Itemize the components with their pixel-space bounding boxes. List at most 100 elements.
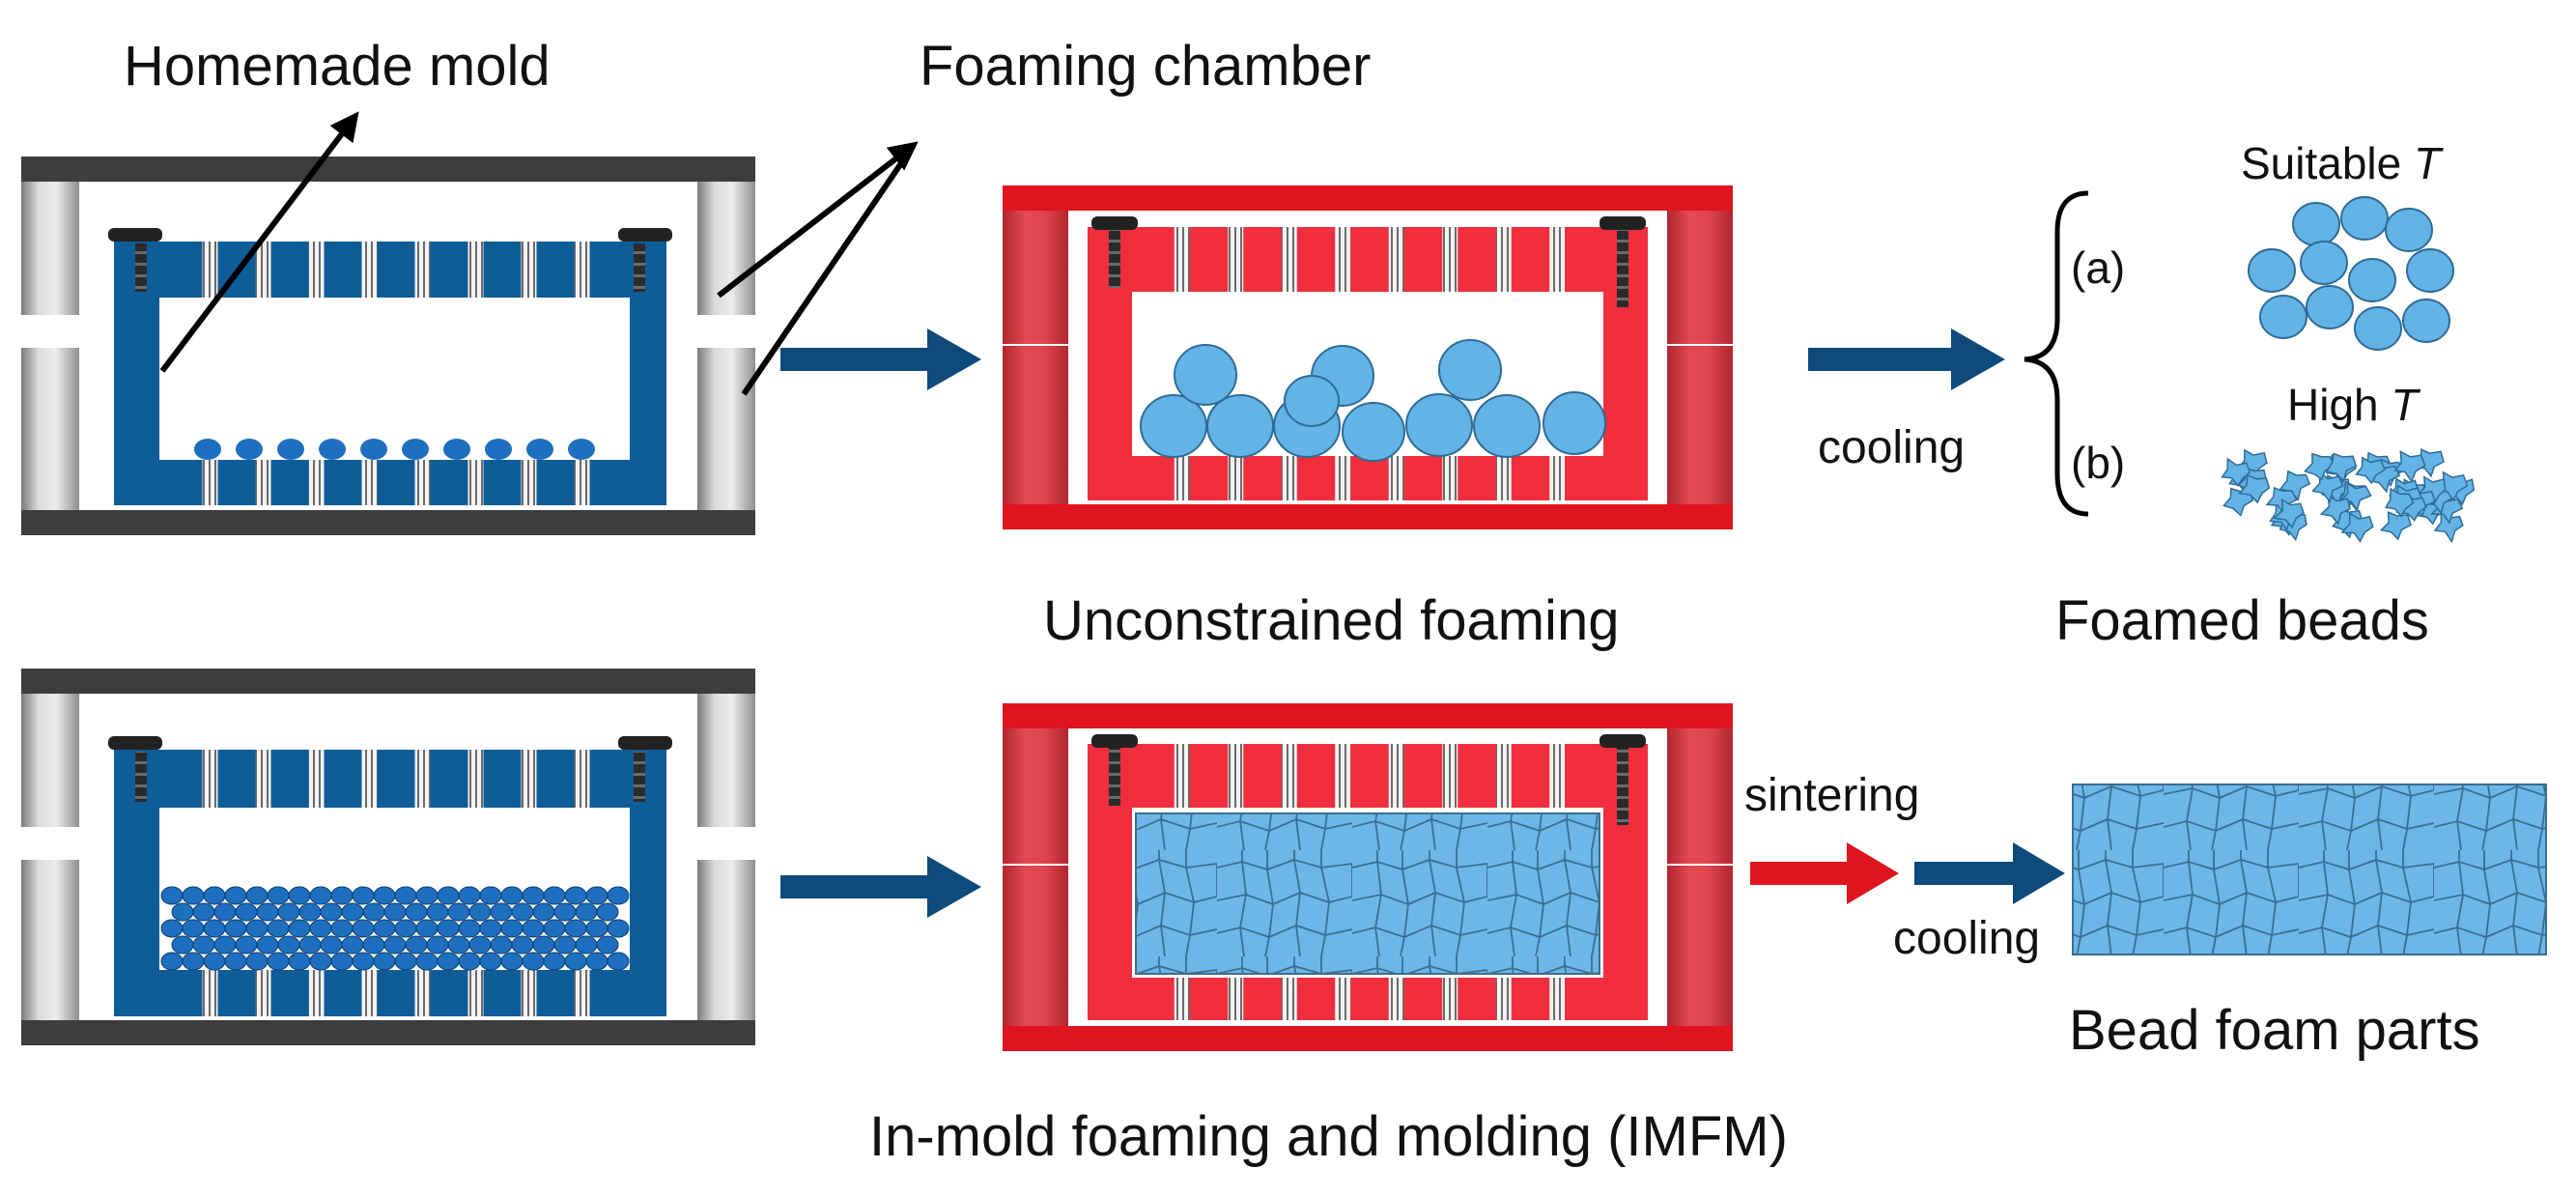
packed-bead — [245, 886, 269, 905]
packed-bead — [564, 919, 587, 938]
packed-bead — [596, 902, 619, 922]
vent-slot — [574, 970, 590, 1016]
packed-bead — [405, 902, 428, 922]
packed-bead — [458, 919, 481, 938]
packed-bead — [522, 952, 545, 971]
vent-slot — [1174, 978, 1190, 1020]
foamed-bead — [1284, 375, 1340, 427]
vent-slot — [1388, 978, 1404, 1020]
foamed-bead-suitable-t — [2348, 258, 2396, 302]
cooling-label-top: cooling — [1818, 422, 1966, 473]
vent-slot — [361, 460, 378, 505]
vent-slot — [1442, 744, 1458, 808]
bead-foam-part — [2072, 784, 2547, 955]
expandable-bead — [277, 439, 304, 460]
option-brace — [2024, 190, 2089, 517]
packed-bead — [267, 952, 290, 971]
chamber-callout-line-1 — [717, 141, 919, 299]
shrunk-bead-high-t — [2311, 470, 2344, 503]
packed-bead — [224, 886, 247, 905]
packed-bead — [235, 902, 258, 922]
homemade-mold-top — [21, 157, 755, 535]
suitable-t-label: Suitable T — [2241, 138, 2442, 188]
packed-bead — [192, 902, 215, 922]
packed-bead — [373, 919, 396, 938]
vent-slot — [1388, 456, 1404, 500]
vent-slot — [1335, 456, 1351, 500]
imfm-chamber — [1003, 703, 1733, 1051]
packed-bead — [596, 935, 619, 955]
packed-bead — [500, 919, 524, 938]
mold-callout-line — [159, 111, 359, 373]
vent-slot — [308, 750, 325, 808]
sintered-foam-block-in-mold — [1135, 812, 1600, 975]
packed-bead — [213, 935, 237, 955]
vent-slot — [1281, 978, 1297, 1020]
vent-slot — [1495, 456, 1512, 500]
packed-bead — [468, 935, 492, 955]
packed-bead — [182, 952, 205, 971]
packed-bead — [458, 886, 481, 905]
packed-bead — [267, 919, 290, 938]
vent-slot — [308, 242, 325, 298]
shrunk-bead-high-t — [2393, 450, 2426, 483]
vent-slot — [202, 242, 218, 298]
packed-bead — [373, 886, 396, 905]
vent-slot — [361, 750, 378, 808]
shrunk-bead-high-t — [2339, 481, 2372, 512]
packed-bead — [160, 919, 184, 938]
packed-bead — [575, 935, 598, 955]
packed-bead — [213, 902, 237, 922]
vent-slot — [1549, 227, 1566, 292]
foamed-beads-label: Foamed beads — [2055, 589, 2429, 652]
foamed-bead — [1473, 394, 1541, 458]
vent-slot — [467, 460, 484, 505]
packed-bead — [309, 886, 332, 905]
packed-bead — [447, 902, 470, 922]
foamed-bead — [1206, 394, 1274, 458]
vent-slot — [1442, 456, 1458, 500]
packed-bead — [479, 886, 502, 905]
arrow-to-unconstrained-foaming — [780, 328, 981, 390]
packed-bead — [330, 952, 354, 971]
vent-slot — [521, 970, 537, 1016]
packed-bead — [288, 919, 311, 938]
foamed-bead-suitable-t — [2292, 202, 2340, 246]
packed-bead — [415, 952, 439, 971]
shrunk-bead-high-t — [2355, 456, 2386, 485]
vent-slot — [414, 970, 431, 1016]
vent-slot — [1174, 227, 1190, 292]
vent-slot — [1281, 744, 1297, 808]
expandable-bead — [319, 439, 346, 460]
foamed-bead-suitable-t — [2300, 241, 2348, 285]
packed-bead — [532, 902, 555, 922]
packed-bead — [330, 919, 354, 938]
packed-bead — [437, 919, 460, 938]
vent-slot — [1495, 227, 1512, 292]
arrow-to-imfm — [780, 856, 981, 918]
expandable-bead — [443, 439, 470, 460]
expandable-bead — [526, 439, 553, 460]
packed-bead — [341, 935, 364, 955]
homemade-mold-bottom — [21, 669, 755, 1045]
packed-bead — [182, 886, 205, 905]
vent-slot — [255, 970, 271, 1016]
packed-bead — [224, 919, 247, 938]
vent-slot — [1495, 744, 1512, 808]
packed-bead — [426, 902, 449, 922]
shrunk-bead-high-t — [2279, 470, 2311, 501]
packed-bead — [585, 952, 609, 971]
packed-bead — [341, 902, 364, 922]
foamed-bead-suitable-t — [2385, 208, 2433, 252]
vent-slot — [1549, 744, 1566, 808]
packed-bead — [468, 902, 492, 922]
packed-bead — [256, 935, 279, 955]
packed-bead — [490, 935, 513, 955]
packed-bead — [447, 935, 470, 955]
vent-slot — [308, 460, 325, 505]
packed-bead — [352, 919, 375, 938]
packed-bead — [298, 902, 322, 922]
vent-slot — [308, 970, 325, 1016]
vent-slot — [1442, 227, 1458, 292]
